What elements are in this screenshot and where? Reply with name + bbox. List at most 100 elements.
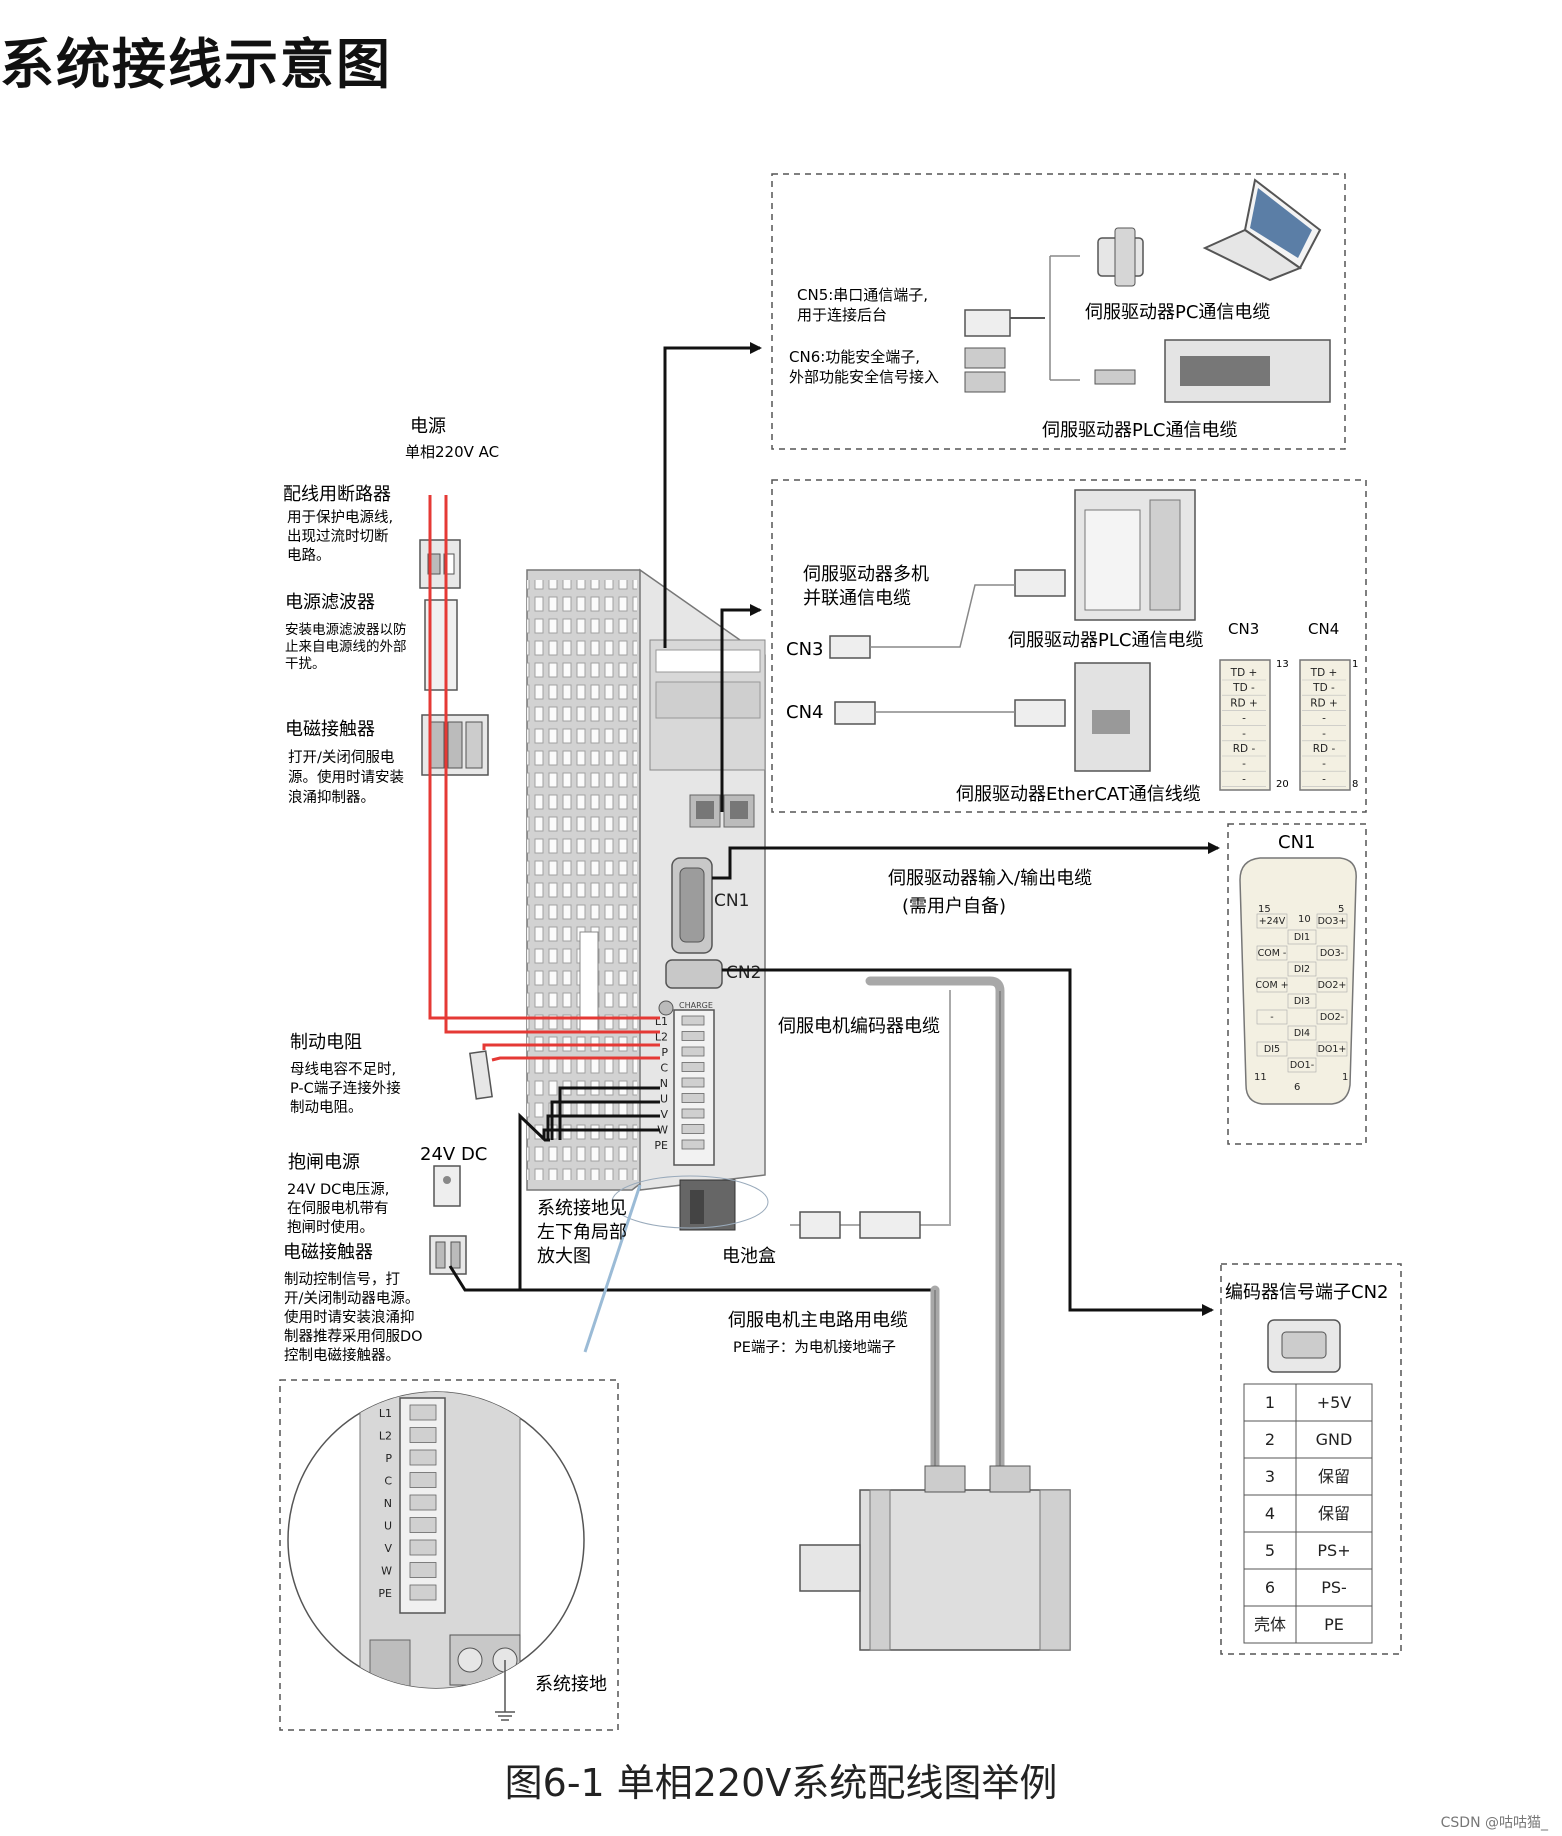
brake-res-title: 制动电阻 <box>290 1032 362 1053</box>
pin-header-cn4: CN4 <box>1308 620 1339 638</box>
zoom-terminal-l1: L1 <box>379 1407 392 1420</box>
ground-note-line-1: 系统接地见 <box>537 1198 627 1219</box>
cn2-pin-signal-7: PE <box>1324 1615 1344 1634</box>
io-cable-line-1: 伺服驱动器输入/输出电缆 <box>888 868 1092 889</box>
brake-power-title: 抱闸电源 <box>288 1152 360 1173</box>
contactor-line-1: 打开/关闭伺服电 <box>288 749 394 766</box>
filter-title: 电源滤波器 <box>285 592 375 613</box>
cn2-port-label: CN2 <box>726 963 761 983</box>
cn1-left-pin-2: COM - <box>1258 948 1287 959</box>
zoom-terminal-p: P <box>385 1452 392 1465</box>
zoom-terminal-u: U <box>384 1520 392 1533</box>
breaker-line-1: 用于保护电源线, <box>287 509 393 526</box>
zoom-box <box>279 1379 619 1731</box>
drive-terminal-n: N <box>660 1077 668 1090</box>
drive-terminal-l2: L2 <box>655 1031 668 1044</box>
cn4-pin-4: - <box>1322 713 1326 725</box>
encoder-cable-label: 伺服电机编码器电缆 <box>778 1016 940 1037</box>
brake-contactor-line-4: 制器推荐采用伺服DO <box>284 1328 423 1345</box>
cn2-pin-number-7: 壳体 <box>1254 1615 1286 1634</box>
servo-drive <box>526 568 769 1231</box>
cn6-line-1: CN6:功能安全端子, <box>789 348 920 366</box>
cn3-pin-1: TD + <box>1230 667 1258 679</box>
brake-power-line-2: 在伺服电机带有 <box>287 1200 389 1217</box>
cn2-pin-number-6: 6 <box>1265 1578 1275 1597</box>
cn2-pin-signal-1: +5V <box>1317 1393 1352 1412</box>
dc24-label: 24V DC <box>420 1144 487 1165</box>
cn3-pin-3: RD + <box>1230 697 1258 709</box>
brake-contactor-line-5: 控制电磁接触器。 <box>284 1347 400 1364</box>
filter-line-3: 干扰。 <box>285 656 326 672</box>
cn1-num-15: 15 <box>1258 904 1271 915</box>
ground-note-line-3: 放大图 <box>537 1246 591 1267</box>
cn2-pin-signal-2: GND <box>1316 1430 1353 1449</box>
zoom-ground-label: 系统接地 <box>535 1674 607 1695</box>
box2-devices <box>829 489 1351 791</box>
cn2-pin-number-3: 3 <box>1265 1467 1275 1486</box>
cn2-pin-number-1: 1 <box>1265 1393 1275 1412</box>
battery-label: 电池盒 <box>722 1246 776 1267</box>
contactor-title: 电磁接触器 <box>285 719 375 740</box>
cn1-box <box>1227 823 1367 1145</box>
contactor-line-3: 浪涌抑制器。 <box>288 789 375 806</box>
drive-terminal-pe: PE <box>654 1139 668 1152</box>
cn1-right-pin-3: DO2+ <box>1318 980 1347 991</box>
breaker-title: 配线用断路器 <box>283 484 391 505</box>
drive-terminal-c: C <box>660 1062 668 1075</box>
cn5-line-2: 用于连接后台 <box>797 306 887 324</box>
cn1-right-pin-2: DO3- <box>1320 948 1344 959</box>
cn1-left-pin-1: +24V <box>1259 916 1286 927</box>
filter-line-2: 止来自电源线的外部 <box>285 639 407 655</box>
pin-header-cn3: CN3 <box>1228 620 1259 638</box>
power-desc: 单相220V AC <box>405 443 499 461</box>
cn1-left-pin-5: DI5 <box>1264 1044 1280 1055</box>
watermark: CSDN @咕咕猫_ <box>1440 1815 1548 1831</box>
multi-cable-line-2: 并联通信电缆 <box>803 588 911 609</box>
brake-res-line-1: 母线电容不足时, <box>290 1061 396 1078</box>
contactor-line-2: 源。使用时请安装 <box>288 769 404 786</box>
cn1-box-title: CN1 <box>1278 832 1316 853</box>
brake-contactor-title: 电磁接触器 <box>283 1242 373 1263</box>
cn4-pin-8: - <box>1322 773 1326 785</box>
drive-terminal-w: W <box>657 1124 668 1137</box>
signal-arrows <box>663 342 1220 1316</box>
ethercat-cable-label: 伺服驱动器EtherCAT通信线缆 <box>956 784 1201 805</box>
brake-contactor-line-1: 制动控制信号，打 <box>284 1271 400 1288</box>
pc-cable-label: 伺服驱动器PC通信电缆 <box>1085 302 1270 323</box>
cn1-mid-pin-2: DI2 <box>1294 964 1310 975</box>
servo-motor <box>799 1465 1071 1651</box>
cn1-connector <box>1239 857 1357 1105</box>
cn4-pin-1: TD + <box>1310 667 1338 679</box>
breaker-line-2: 出现过流时切断 <box>287 528 389 545</box>
brake-power-line-3: 抱闸时使用。 <box>287 1219 374 1236</box>
figure-caption: 图6-1 单相220V系统配线图举例 <box>504 1761 1058 1805</box>
box1-devices <box>964 178 1331 403</box>
cn1-right-pin-1: DO3+ <box>1318 916 1347 927</box>
cn1-num-10: 10 <box>1298 914 1311 925</box>
cn3-pin-6: RD - <box>1233 743 1256 755</box>
cn1-left-pin-3: COM + <box>1255 980 1288 991</box>
cn5-line-1: CN5:串口通信端子, <box>797 286 928 304</box>
charge-label: CHARGE <box>679 1001 713 1010</box>
power-wires <box>428 495 660 1062</box>
brake-res-line-3: 制动电阻。 <box>290 1099 363 1116</box>
cn3-pin-5: - <box>1242 728 1246 740</box>
plc-cable-label-1: 伺服驱动器PLC通信电缆 <box>1042 420 1237 441</box>
zoom-terminal-pe: PE <box>378 1587 392 1600</box>
cn3-pin-8: - <box>1242 773 1246 785</box>
cn2-pin-signal-3: 保留 <box>1318 1467 1350 1486</box>
cn4-pin-2: TD - <box>1312 682 1335 694</box>
cn4-num-top: 1 <box>1352 659 1358 670</box>
drive-terminal-p: P <box>661 1046 668 1059</box>
zoom-terminal-l2: L2 <box>379 1430 392 1443</box>
cn4-num-bottom: 8 <box>1352 779 1358 790</box>
cn4-pin-6: RD - <box>1313 743 1336 755</box>
cn1-mid-pin-5: DO1- <box>1290 1060 1314 1071</box>
brake-contactor-line-2: 开/关闭制动器电源。 <box>284 1290 419 1307</box>
motor-wires <box>448 1086 935 1292</box>
cn3-num-bottom: 20 <box>1276 779 1289 790</box>
cn1-right-pin-4: DO2- <box>1320 1012 1344 1023</box>
cn3-num-top: 13 <box>1276 659 1289 670</box>
